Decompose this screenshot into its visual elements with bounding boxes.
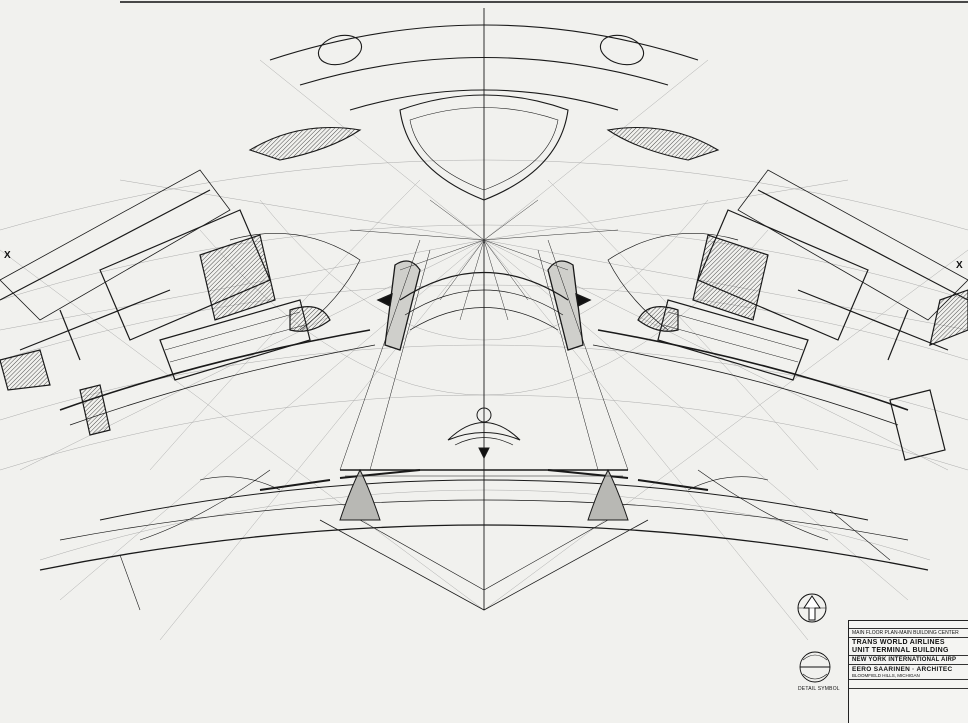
detail-symbol-icon (799, 651, 831, 683)
project-name: NEW YORK INTERNATIONAL AIRP (849, 656, 968, 665)
title-block: MAIN FLOOR PLAN-MAIN BUILDING CENTER TRA… (848, 620, 968, 723)
left-wing (0, 169, 376, 436)
right-wing (592, 169, 968, 461)
architect-name: EERO SAARINEN · ARCHITEC (852, 666, 953, 673)
info-desk (447, 407, 521, 460)
sheet-title: MAIN FLOOR PLAN-MAIN BUILDING CENTER (849, 629, 968, 638)
architect-block: EERO SAARINEN · ARCHITEC BLOOMFIELD HILL… (849, 665, 968, 680)
title-block-revision-row (849, 621, 968, 629)
roof-rib-radials (349, 199, 619, 321)
section-marker-right: X (956, 260, 963, 271)
section-marker-left: X (4, 250, 11, 261)
sheet-number (849, 680, 968, 689)
client-line-1: TRANS WORLD AIRLINES (852, 639, 945, 646)
north-arrow-icon (797, 593, 827, 623)
detail-symbol-label: DETAIL SYMBOL (798, 686, 840, 692)
client-line-2: UNIT TERMINAL BUILDING (852, 646, 949, 654)
front-facade (39, 239, 929, 611)
architect-location: BLOOMFIELD HILLS, MICHIGAN (852, 673, 920, 678)
central-piers (376, 260, 592, 351)
client-block: TRANS WORLD AIRLINES UNIT TERMINAL BUILD… (849, 638, 968, 656)
upper-roof-shell (248, 24, 720, 201)
